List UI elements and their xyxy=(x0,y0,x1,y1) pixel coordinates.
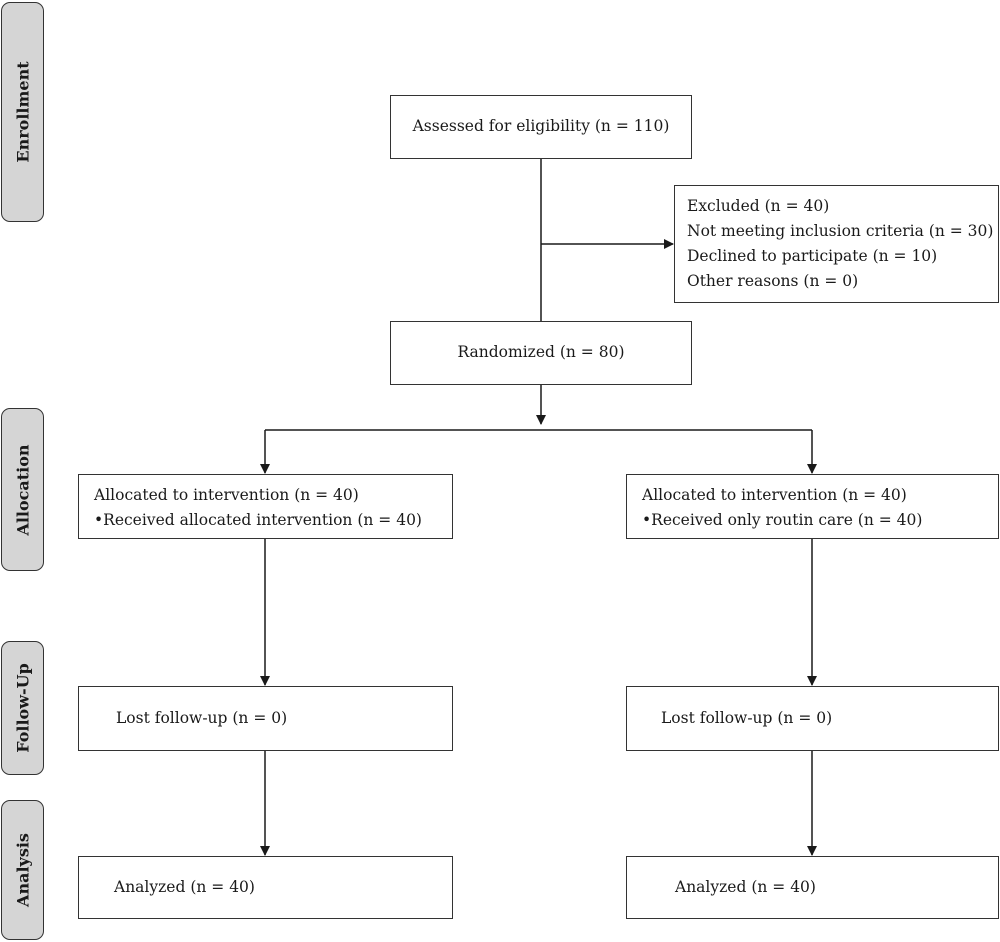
analyzed-text: Analyzed (n = 40) xyxy=(675,878,816,896)
phase-tab-allocation: Allocation xyxy=(1,408,44,571)
excluded-reason: Not meeting inclusion criteria (n = 30) xyxy=(687,222,994,240)
analysis-box-left: Analyzed (n = 40) xyxy=(78,856,453,919)
allocation-box-left: Allocated to intervention (n = 40) Recei… xyxy=(78,474,453,539)
received-text: Received only routin care (n = 40) xyxy=(642,508,998,533)
allocated-text: Allocated to intervention (n = 40) xyxy=(94,486,359,504)
excluded-reason: Other reasons (n = 0) xyxy=(687,272,859,290)
analyzed-text: Analyzed (n = 40) xyxy=(114,878,255,896)
assessed-text: Assessed for eligibility (n = 110) xyxy=(412,117,670,135)
analysis-box-right: Analyzed (n = 40) xyxy=(626,856,999,919)
phase-label-allocation: Allocation xyxy=(13,443,32,536)
phase-tab-analysis: Analysis xyxy=(1,800,44,940)
phase-label-follow-up: Follow-Up xyxy=(13,663,32,753)
excluded-reason: Declined to participate (n = 10) xyxy=(687,247,938,265)
follow-up-box-left: Lost follow-up (n = 0) xyxy=(78,686,453,751)
follow-up-box-right: Lost follow-up (n = 0) xyxy=(626,686,999,751)
excluded-box: Excluded (n = 40) Not meeting inclusion … xyxy=(674,185,999,303)
assessed-box: Assessed for eligibility (n = 110) xyxy=(390,95,692,159)
follow-up-text: Lost follow-up (n = 0) xyxy=(661,709,833,727)
phase-tab-enrollment: Enrollment xyxy=(1,2,44,222)
phase-tab-follow-up: Follow-Up xyxy=(1,641,44,775)
allocated-text: Allocated to intervention (n = 40) xyxy=(642,486,907,504)
received-text: Received allocated intervention (n = 40) xyxy=(94,508,452,533)
allocation-box-right: Allocated to intervention (n = 40) Recei… xyxy=(626,474,999,539)
randomized-box: Randomized (n = 80) xyxy=(390,321,692,385)
randomized-text: Randomized (n = 80) xyxy=(457,343,625,361)
phase-label-enrollment: Enrollment xyxy=(13,61,32,163)
follow-up-text: Lost follow-up (n = 0) xyxy=(116,709,288,727)
phase-label-analysis: Analysis xyxy=(13,833,32,907)
excluded-title: Excluded (n = 40) xyxy=(687,197,830,215)
